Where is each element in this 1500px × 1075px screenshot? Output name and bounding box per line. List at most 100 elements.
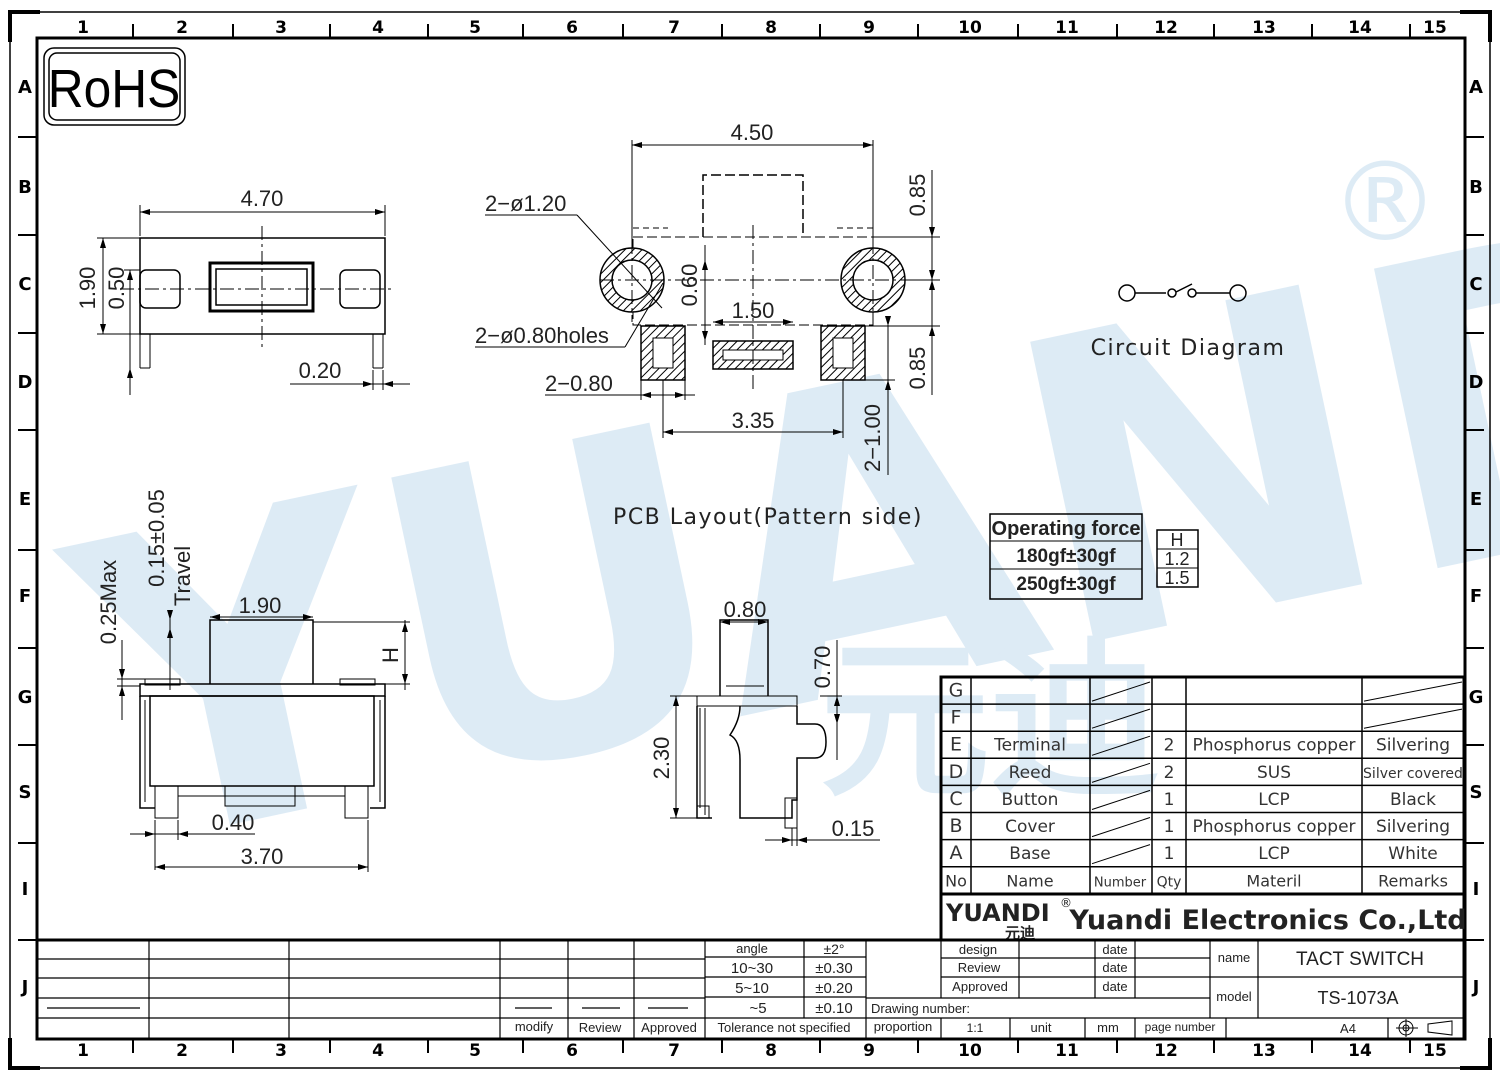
tb-page-number: page number [1145, 1020, 1216, 1034]
col-label: 13 [1252, 1041, 1276, 1061]
top-lead: 0.20 [299, 358, 342, 383]
front-travel-value: 0.15±0.05 [144, 489, 169, 587]
col-label: 7 [668, 1041, 680, 1061]
bom-qty: 2 [1164, 736, 1175, 756]
row-label-right: D [1469, 372, 1484, 393]
front-max: 0.25Max [96, 560, 121, 644]
tb-name-value: TACT SWITCH [1296, 949, 1424, 970]
col-label: 12 [1154, 1041, 1178, 1061]
tb-design: design [959, 942, 997, 957]
row-label-left: E [19, 489, 31, 510]
force-row-2: 250gf±30gf [1016, 574, 1116, 595]
bom-no: F [951, 707, 962, 729]
pcb-width: 4.50 [731, 120, 774, 145]
pcb-dim-060: 0.60 [677, 264, 702, 307]
front-width: 1.90 [239, 593, 282, 618]
tb-r2-tol: ±0.20 [815, 980, 852, 997]
tb-model-label: model [1216, 989, 1252, 1004]
tb-unit: unit [1031, 1020, 1052, 1035]
circuit-caption: Circuit Diagram [1091, 336, 1286, 361]
col-label: 14 [1348, 1041, 1372, 1061]
watermark-cn: 元迪 [820, 623, 1160, 821]
outer-frame [9, 11, 1491, 1069]
front-view: 1.90 H 0.15±0.05 Travel 0.25Max 0.40 3.7… [96, 489, 410, 872]
tb-date-2: date [1102, 960, 1127, 975]
row-label-right: A [1469, 77, 1483, 98]
corner-marks [8, 10, 1492, 1070]
bom-name: Base [1009, 844, 1050, 864]
col-label: 1 [77, 1041, 89, 1061]
front-h: H [378, 647, 403, 663]
bom-remarks: White [1388, 844, 1437, 864]
row-label-left: S [19, 782, 32, 803]
bom-no: E [950, 734, 962, 756]
row-label-left: B [18, 177, 32, 198]
side-view: 0.80 0.70 2.30 0.15 [649, 597, 880, 846]
bom-remarks: Silvering [1376, 817, 1450, 837]
tb-modify: modify [515, 1019, 554, 1034]
tb-r3: ~5 [749, 1000, 766, 1017]
side-dim-070: 0.70 [810, 646, 835, 689]
col-label: 9 [863, 18, 875, 38]
tb-size: A4 [1340, 1021, 1356, 1036]
bom-remarks: Silver covered [1363, 766, 1463, 782]
row-label-right: I [1473, 879, 1480, 900]
bom-qty: 2 [1164, 763, 1175, 783]
tb-angle: angle [736, 941, 768, 956]
col-label: 15 [1423, 18, 1447, 38]
pcb-caption: PCB Layout(Pattern side) [613, 505, 923, 530]
col-label: 2 [176, 1041, 188, 1061]
tb-angle-tol: ±2° [823, 941, 844, 957]
top-view: 4.70 1.90 0.50 0.20 [75, 186, 410, 395]
row-label-left: F [19, 586, 31, 607]
side-dim-015: 0.15 [832, 816, 875, 841]
bom-header-number: Number [1094, 876, 1147, 891]
h-value-2: 1.5 [1164, 568, 1189, 588]
col-label: 11 [1055, 1041, 1079, 1061]
bom-no: B [949, 815, 962, 837]
pcb-dim-085b: 0.85 [905, 347, 930, 390]
col-label: 10 [958, 18, 982, 38]
col-label: 10 [958, 1041, 982, 1061]
watermark-reg: ® [1330, 138, 1440, 266]
col-label: 2 [176, 18, 188, 38]
bom-no: A [950, 842, 963, 864]
pcb-dim-335: 3.35 [732, 408, 775, 433]
bom-qty: 1 [1164, 790, 1175, 810]
tb-drawing-number: Drawing number: [871, 1001, 970, 1016]
side-top: 0.80 [724, 597, 767, 622]
tb-mm: mm [1097, 1020, 1119, 1035]
row-label-left: C [18, 274, 31, 295]
bom-material: Phosphorus copper [1192, 736, 1355, 756]
row-label-right: C [1469, 274, 1482, 295]
side-height: 2.30 [649, 737, 674, 780]
tb-review: Review [579, 1020, 622, 1035]
bom-no: C [949, 788, 962, 810]
col-label: 1 [77, 18, 89, 38]
tb-name-label: name [1218, 950, 1251, 965]
tb-scale: 1:1 [967, 1021, 984, 1035]
col-label: 5 [469, 1041, 481, 1061]
col-label: 9 [863, 1041, 875, 1061]
bom-remarks: Black [1390, 790, 1436, 810]
tb-r1-tol: ±0.30 [815, 960, 852, 977]
row-label-left: D [18, 372, 33, 393]
company-block: YUANDI 元迪 ® Yuandi Electronics Co.,Ltd [939, 892, 1467, 942]
row-label-right: F [1470, 586, 1482, 607]
row-label-left: A [18, 77, 32, 98]
company-logo-cn: 元迪 [1005, 924, 1035, 942]
bom-material: LCP [1258, 844, 1290, 864]
bom-qty: 1 [1164, 817, 1175, 837]
pcb-dim-085a: 0.85 [905, 174, 930, 217]
row-label-left: I [22, 879, 29, 900]
bom-material: LCP [1258, 790, 1290, 810]
bom-material: Phosphorus copper [1192, 817, 1355, 837]
col-label: 3 [275, 18, 287, 38]
bom-name: Reed [1009, 763, 1052, 783]
pcb-hole-large: 2−ø1.20 [485, 191, 566, 216]
col-label: 6 [566, 1041, 578, 1061]
row-label-left: G [18, 687, 33, 708]
front-lead: 0.40 [212, 810, 255, 835]
title-block: angle ±2° 10~30 ±0.30 5~10 ±0.20 ~5 ±0.1… [35, 938, 1466, 1041]
